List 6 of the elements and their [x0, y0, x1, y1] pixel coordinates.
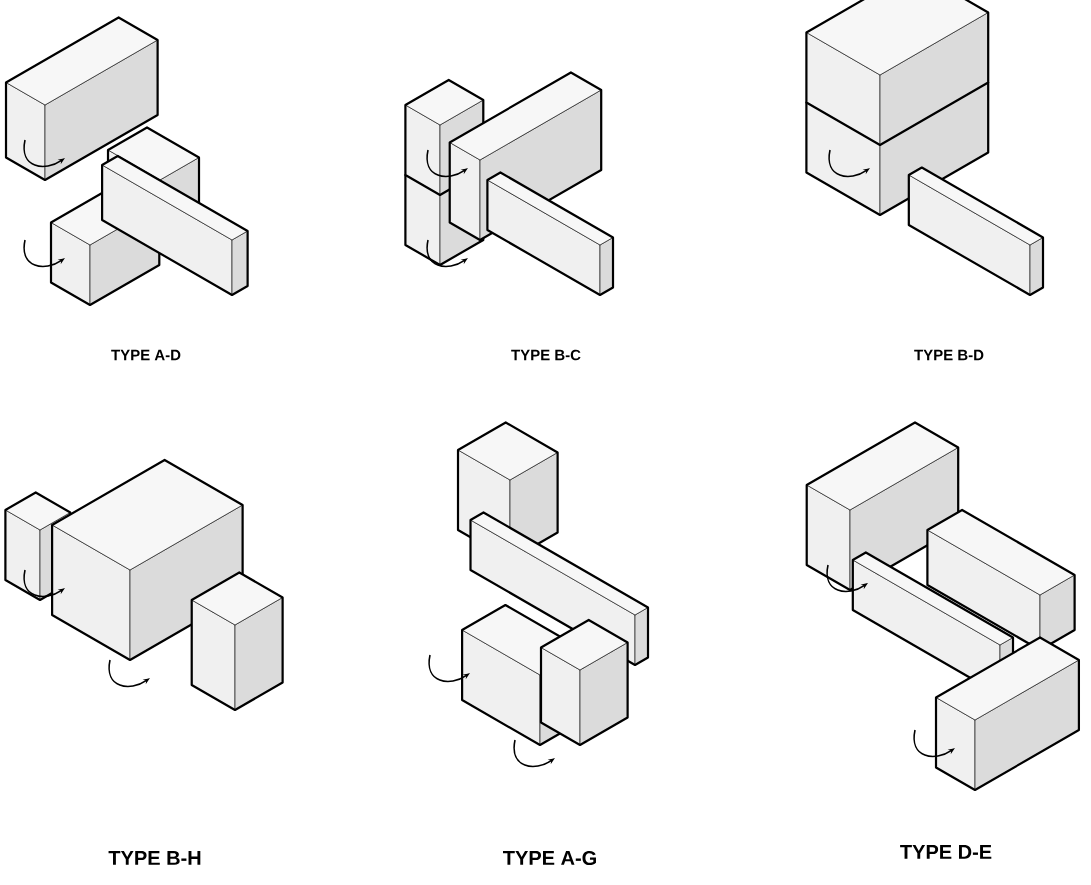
- type-label: TYPE B-D: [914, 349, 984, 361]
- type-label: TYPE D-E: [900, 845, 992, 859]
- type-label: TYPE B-C: [511, 349, 581, 361]
- type-label: TYPE A-G: [503, 850, 596, 866]
- type-label: TYPE B-H: [108, 851, 201, 865]
- type-label: TYPE A-D: [111, 349, 181, 361]
